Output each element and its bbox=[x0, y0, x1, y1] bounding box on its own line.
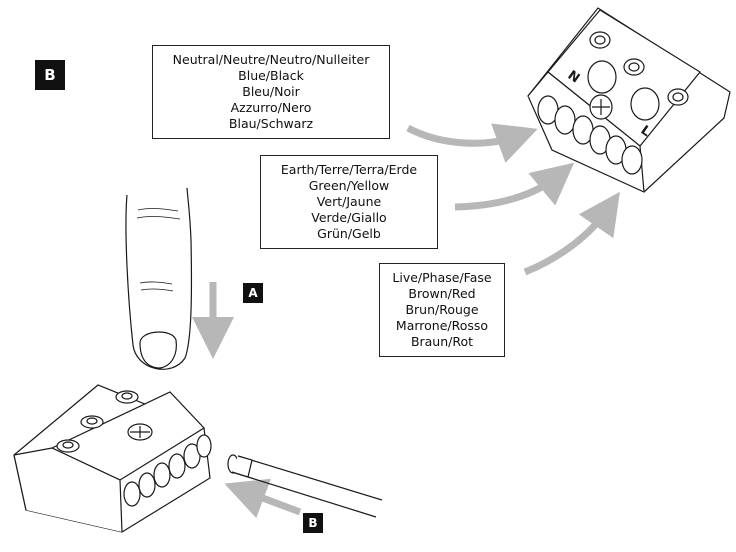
neutral-line-4: Azzurro/Nero bbox=[230, 100, 312, 115]
arrows bbox=[192, 123, 620, 519]
step-b-badge-bottom: B bbox=[303, 513, 323, 533]
step-b-badge-top: B bbox=[35, 60, 65, 90]
neutral-line-2: Blue/Black bbox=[238, 68, 304, 83]
neutral-line-5: Blau/Schwarz bbox=[228, 116, 314, 131]
neutral-line-1: Neutral/Neutre/Neutro/Nulleiter bbox=[172, 52, 370, 67]
earth-arrow bbox=[454, 162, 575, 211]
earth-line-5: Grün/Gelb bbox=[317, 226, 381, 241]
live-line-2: Brown/Red bbox=[408, 286, 476, 301]
earth-label-box: Earth/Terre/Terra/Erde Green/Yellow Vert… bbox=[260, 155, 438, 249]
live-arrow bbox=[523, 191, 620, 276]
earth-line-4: Verde/Giallo bbox=[311, 210, 387, 225]
live-line-3: Brun/Rouge bbox=[405, 302, 479, 317]
terminal-block-bottom bbox=[13, 384, 212, 533]
wire bbox=[227, 454, 383, 518]
earth-line-3: Vert/Jaune bbox=[316, 194, 382, 209]
neutral-arrow bbox=[406, 123, 538, 163]
live-line-1: Live/Phase/Fase bbox=[392, 270, 492, 285]
earth-line-1: Earth/Terre/Terra/Erde bbox=[280, 162, 418, 177]
live-label-box: Live/Phase/Fase Brown/Red Brun/Rouge Mar… bbox=[379, 263, 505, 357]
step-a-badge: A bbox=[243, 283, 263, 303]
terminal-block-top bbox=[527, 7, 731, 193]
earth-line-2: Green/Yellow bbox=[308, 178, 390, 193]
live-line-4: Marrone/Rosso bbox=[395, 318, 489, 333]
finger-illustration bbox=[125, 187, 193, 370]
neutral-label-box: Neutral/Neutre/Neutro/Nulleiter Blue/Bla… bbox=[152, 45, 390, 139]
neutral-line-3: Bleu/Noir bbox=[242, 84, 300, 99]
live-line-5: Braun/Rot bbox=[410, 334, 474, 349]
insert-arrow bbox=[224, 478, 302, 519]
